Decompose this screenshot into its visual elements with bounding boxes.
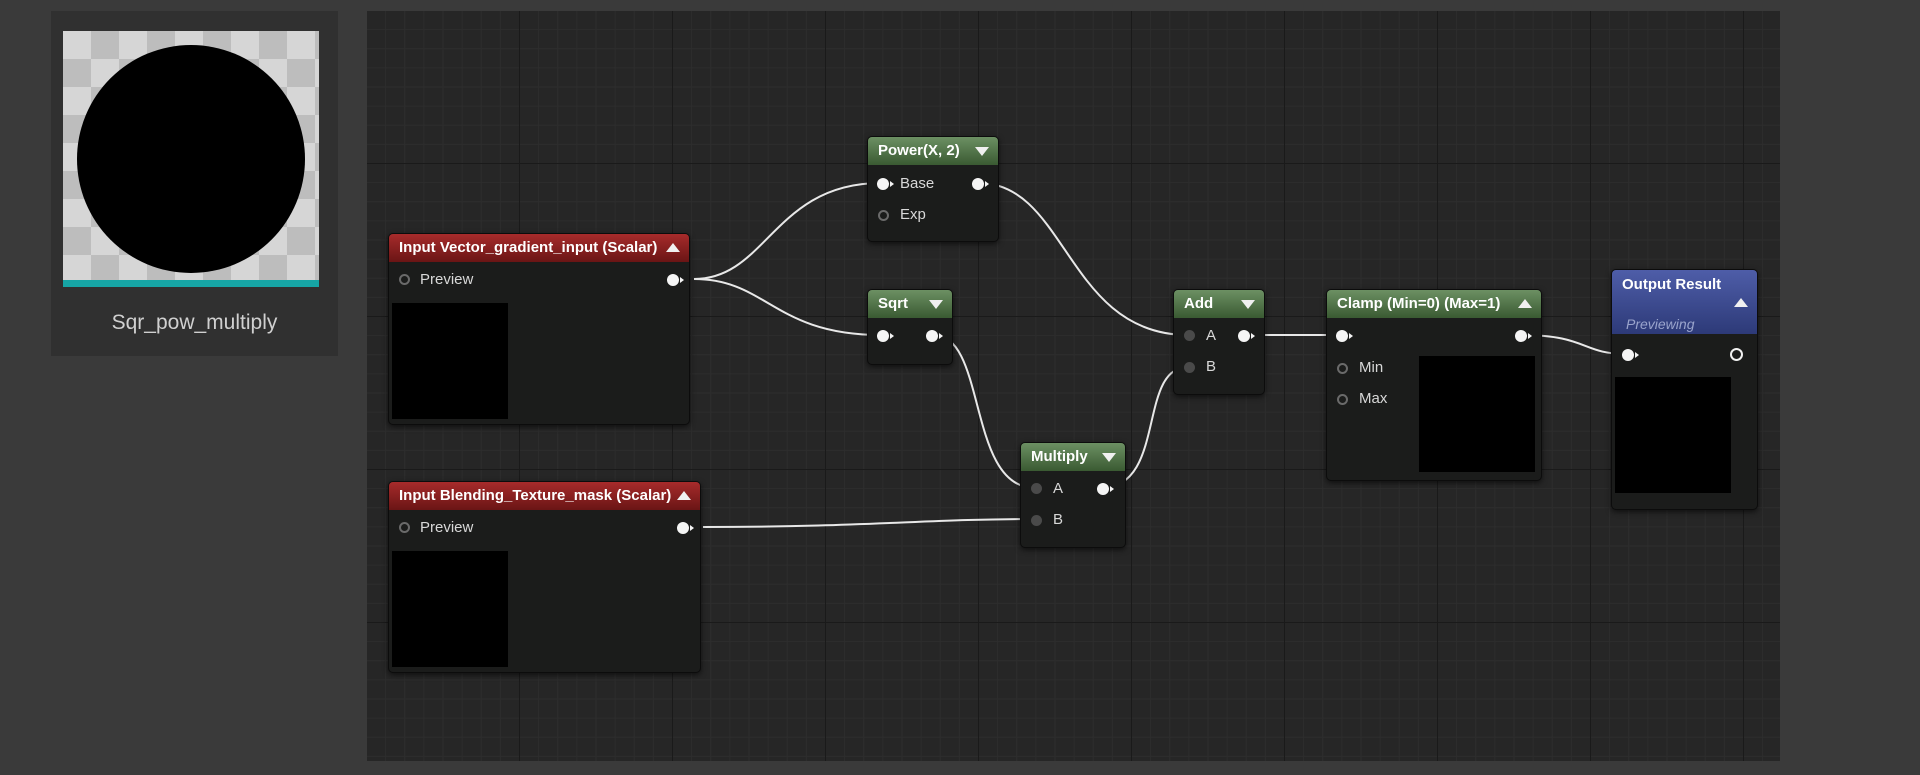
node-header[interactable]: Clamp (Min=0) (Max=1)	[1327, 290, 1541, 318]
asset-card[interactable]: Sqr_pow_multiply	[51, 11, 338, 356]
pin-label-base: Base	[900, 175, 935, 192]
collapse-arrow-icon[interactable]	[1518, 299, 1532, 308]
node-title: Sqrt	[878, 295, 908, 312]
node-header[interactable]: Power(X, 2)	[868, 137, 998, 165]
output-pin[interactable]	[1238, 330, 1255, 342]
node-input-blending-texture-mask[interactable]: Input Blending_Texture_mask (Scalar) Pre…	[388, 481, 701, 673]
node-header[interactable]: Input Vector_gradient_input (Scalar)	[389, 234, 689, 262]
wire-power-to-add-a	[978, 182, 1189, 336]
output-pin[interactable]	[1097, 483, 1114, 495]
collapse-arrow-icon[interactable]	[677, 491, 691, 500]
node-header[interactable]: Add	[1174, 290, 1264, 318]
expand-arrow-icon[interactable]	[929, 300, 943, 309]
wire-input-to-power-base	[693, 182, 882, 280]
pin-label-exp: Exp	[900, 206, 926, 223]
collapse-arrow-icon[interactable]	[666, 243, 680, 252]
node-title: Add	[1184, 295, 1214, 312]
input-pin[interactable]	[1336, 330, 1353, 342]
preview-pin[interactable]	[399, 274, 410, 285]
node-title: Clamp (Min=0) (Max=1)	[1337, 295, 1501, 312]
pin-label-b: B	[1053, 511, 1064, 528]
input-pin[interactable]	[877, 330, 894, 342]
wire-blending-to-multiply-b	[702, 518, 1036, 528]
output-pin[interactable]	[677, 522, 694, 534]
node-output-result[interactable]: Output Result Previewing	[1611, 269, 1758, 510]
node-add[interactable]: Add A B	[1173, 289, 1265, 395]
pin-label-max: Max	[1359, 390, 1388, 407]
max-input-pin[interactable]	[1337, 394, 1348, 405]
node-clamp[interactable]: Clamp (Min=0) (Max=1) Min Max	[1326, 289, 1542, 481]
pin-label-a: A	[1053, 480, 1064, 497]
node-header[interactable]: Input Blending_Texture_mask (Scalar)	[389, 482, 700, 510]
b-input-pin[interactable]	[1184, 362, 1195, 373]
asset-type-stripe	[63, 280, 319, 287]
pin-label-preview: Preview	[420, 271, 474, 288]
expand-arrow-icon[interactable]	[1241, 300, 1255, 309]
min-input-pin[interactable]	[1337, 363, 1348, 374]
expand-arrow-icon[interactable]	[1102, 453, 1116, 462]
wire-input-to-sqrt	[693, 278, 882, 336]
output-pin[interactable]	[667, 274, 684, 286]
node-preview-swatch	[1419, 356, 1535, 472]
pin-label-preview: Preview	[420, 519, 474, 536]
node-header[interactable]: Multiply	[1021, 443, 1125, 471]
node-multiply[interactable]: Multiply A B	[1020, 442, 1126, 548]
output-pin[interactable]	[926, 330, 943, 342]
collapse-arrow-icon[interactable]	[1734, 298, 1748, 307]
node-header[interactable]: Output Result	[1612, 270, 1757, 334]
node-preview-swatch	[1615, 377, 1731, 493]
output-pin[interactable]	[1515, 330, 1532, 342]
graph-canvas[interactable]: Input Vector_gradient_input (Scalar) Pre…	[367, 11, 1780, 761]
node-title: Input Vector_gradient_input (Scalar)	[399, 239, 658, 256]
node-header[interactable]: Sqrt	[868, 290, 952, 318]
pin-label-min: Min	[1359, 359, 1384, 376]
asset-name: Sqr_pow_multiply	[111, 311, 278, 334]
node-sqrt[interactable]: Sqrt	[867, 289, 953, 365]
output-ring-pin[interactable]	[1730, 348, 1743, 361]
node-title: Multiply	[1031, 448, 1088, 465]
node-title: Input Blending_Texture_mask (Scalar)	[399, 487, 672, 504]
pin-label-a: A	[1206, 327, 1217, 344]
node-preview-swatch	[392, 303, 508, 419]
node-input-vector-gradient[interactable]: Input Vector_gradient_input (Scalar) Pre…	[388, 233, 690, 425]
node-power[interactable]: Power(X, 2) Base Exp	[867, 136, 999, 242]
exp-input-pin[interactable]	[878, 210, 889, 221]
previewing-label: Previewing	[1626, 316, 1695, 332]
node-title: Output Result	[1622, 276, 1722, 293]
preview-pin[interactable]	[399, 522, 410, 533]
base-input-pin[interactable]	[877, 178, 894, 190]
input-pin[interactable]	[1622, 349, 1639, 361]
output-pin[interactable]	[972, 178, 989, 190]
node-preview-swatch	[392, 551, 508, 667]
a-input-pin[interactable]	[1031, 483, 1042, 494]
preview-sphere	[77, 45, 305, 273]
pin-label-b: B	[1206, 358, 1217, 375]
b-input-pin[interactable]	[1031, 515, 1042, 526]
a-input-pin[interactable]	[1184, 330, 1195, 341]
node-title: Power(X, 2)	[878, 142, 960, 159]
material-preview-thumbnail	[63, 31, 319, 287]
expand-arrow-icon[interactable]	[975, 147, 989, 156]
